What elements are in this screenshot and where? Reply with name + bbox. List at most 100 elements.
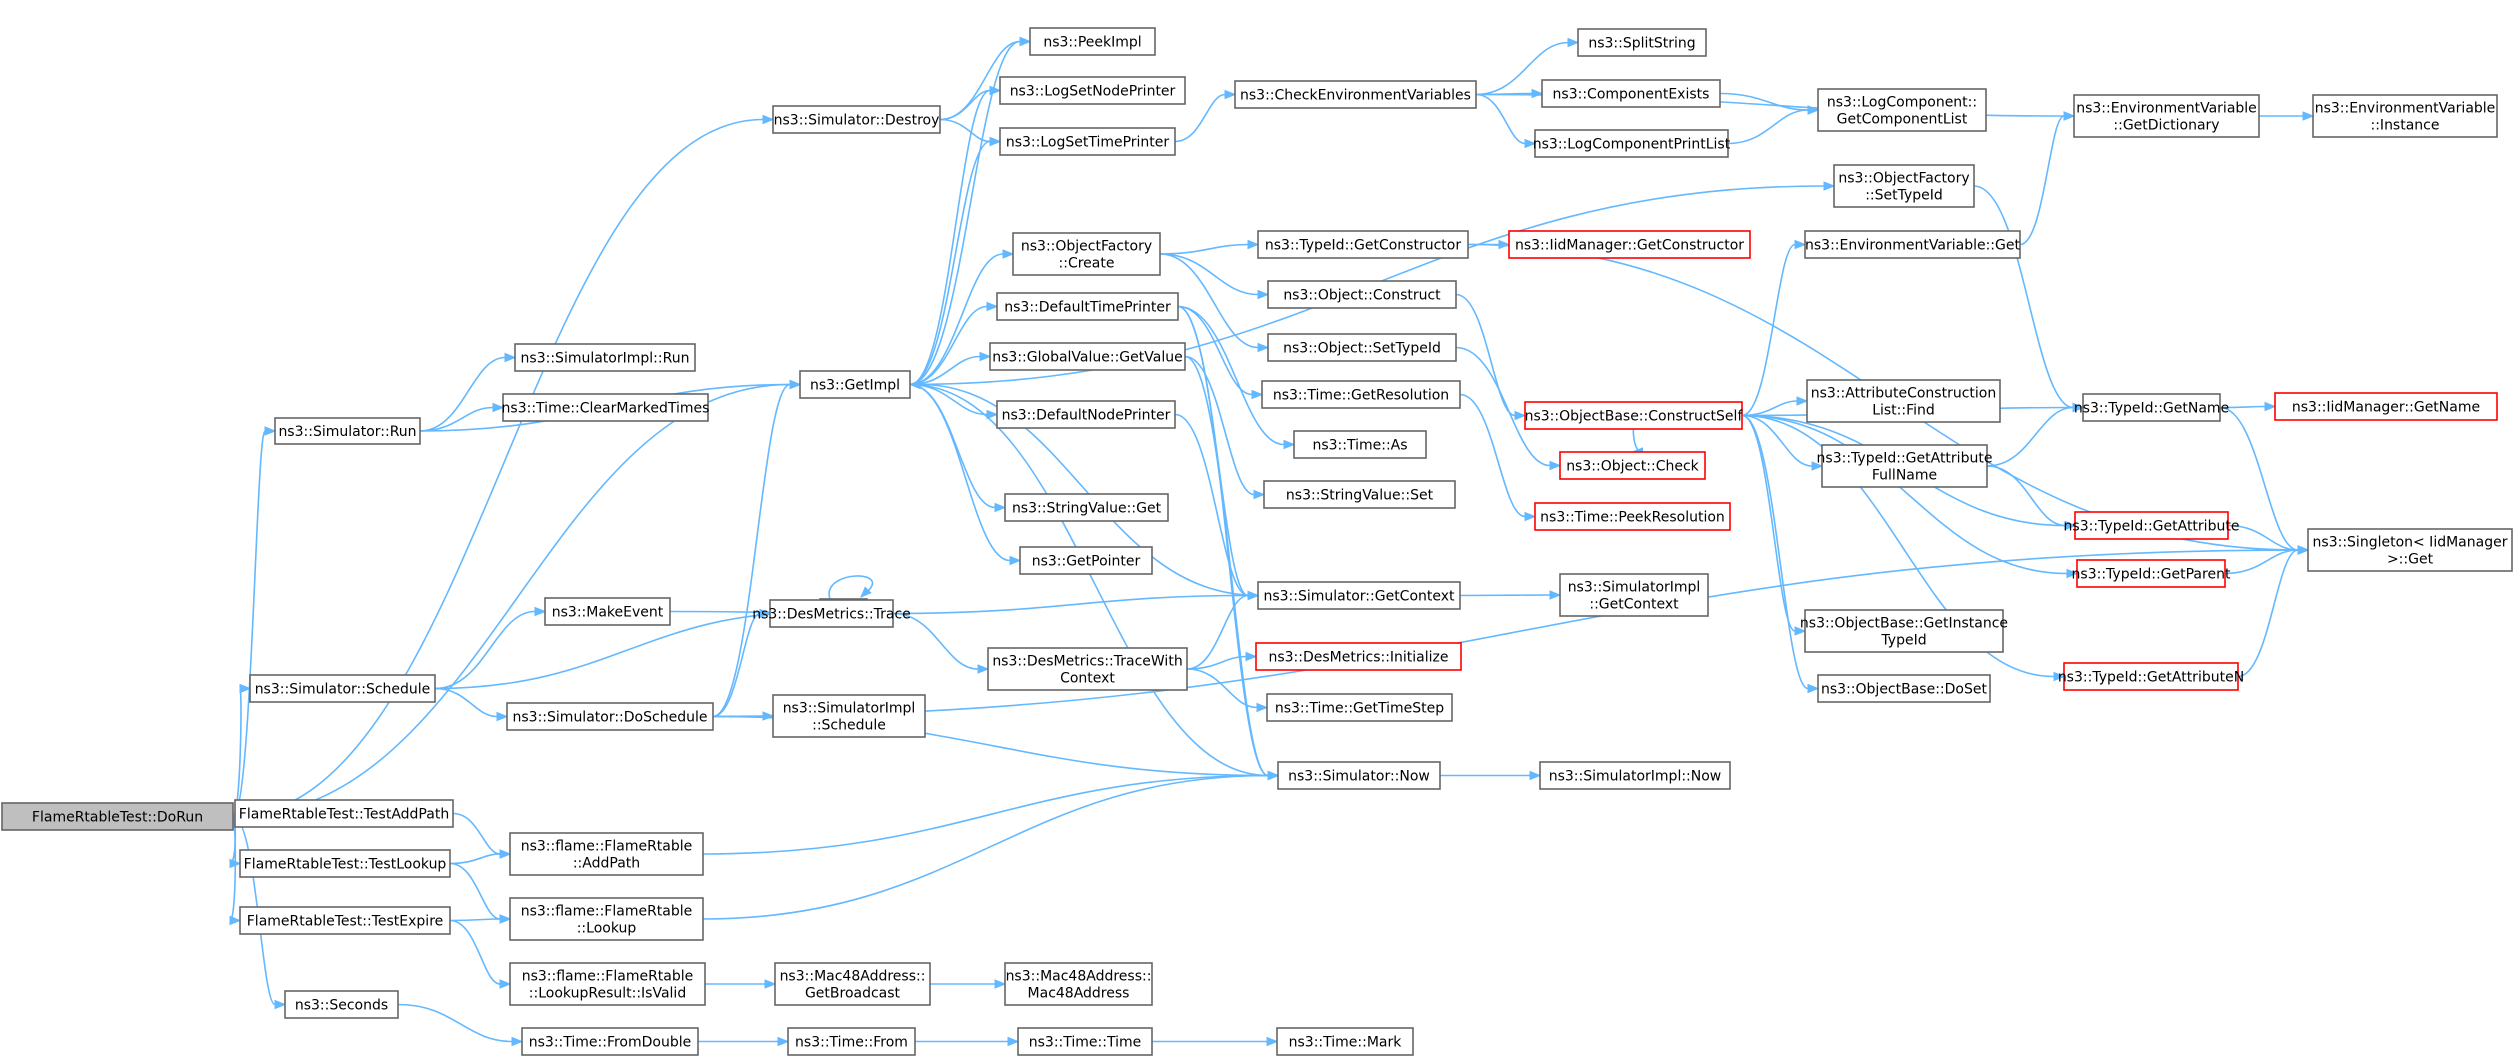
node-box[interactable]: [1267, 280, 1457, 309]
node-envvar_instance[interactable]: ns3::EnvironmentVariable::Instance: [2312, 94, 2498, 138]
node-box[interactable]: [1234, 80, 1477, 109]
node-simimpl_run[interactable]: ns3::SimulatorImpl::Run: [514, 343, 696, 372]
node-typeid_getname[interactable]: ns3::TypeId::GetName: [2074, 393, 2229, 422]
node-box[interactable]: [502, 393, 709, 422]
node-box[interactable]: [2076, 559, 2226, 588]
node-obj_construct[interactable]: ns3::Object::Construct: [1267, 280, 1457, 309]
node-time_gettimestep[interactable]: ns3::Time::GetTimeStep: [1266, 693, 1453, 722]
node-box[interactable]: [1806, 379, 2001, 423]
node-typeid_getattrn[interactable]: ns3::TypeId::GetAttributeN: [2058, 662, 2244, 691]
node-sim_getcontext[interactable]: ns3::Simulator::GetContext: [1257, 581, 1461, 610]
node-box[interactable]: [1293, 430, 1427, 459]
node-box[interactable]: [769, 599, 894, 628]
node-time_mark[interactable]: ns3::Time::Mark: [1276, 1027, 1414, 1056]
node-box[interactable]: [1524, 401, 1743, 430]
node-time_time[interactable]: ns3::Time::Time: [1017, 1027, 1153, 1056]
node-makeevent[interactable]: ns3::MakeEvent: [544, 597, 671, 626]
node-compexists[interactable]: ns3::ComponentExists: [1541, 79, 1721, 108]
node-box[interactable]: [1, 802, 234, 831]
node-getimpl[interactable]: ns3::GetImpl: [799, 370, 911, 399]
node-mac48[interactable]: ns3::Mac48Address::Mac48Address: [1004, 962, 1153, 1006]
node-obj_settypeid[interactable]: ns3::Object::SetTypeId: [1267, 333, 1457, 362]
node-box[interactable]: [249, 674, 436, 703]
node-box[interactable]: [1029, 27, 1156, 56]
node-clearmarked[interactable]: ns3::Time::ClearMarkedTimes: [502, 393, 710, 422]
node-envvar_get[interactable]: ns3::EnvironmentVariable::Get: [1804, 230, 2021, 259]
node-box[interactable]: [506, 702, 714, 731]
node-box[interactable]: [999, 127, 1176, 156]
node-box[interactable]: [239, 906, 451, 935]
node-box[interactable]: [544, 597, 671, 626]
node-box[interactable]: [1257, 230, 1469, 259]
node-box[interactable]: [1534, 502, 1731, 531]
node-box[interactable]: [1261, 380, 1461, 409]
node-box[interactable]: [799, 370, 911, 399]
node-box[interactable]: [274, 417, 421, 445]
node-box[interactable]: [509, 962, 706, 1006]
node-box[interactable]: [1263, 480, 1456, 509]
node-time_as[interactable]: ns3::Time::As: [1293, 430, 1427, 459]
node-time_getres[interactable]: ns3::Time::GetResolution: [1261, 380, 1461, 409]
node-time_peekres[interactable]: ns3::Time::PeekResolution: [1534, 502, 1731, 531]
node-box[interactable]: [1012, 232, 1161, 276]
node-des_init[interactable]: ns3::DesMetrics::Initialize: [1255, 642, 1462, 671]
node-logcompprint[interactable]: ns3::LogComponentPrintList: [1533, 129, 1731, 158]
node-ob_constructself[interactable]: ns3::ObjectBase::ConstructSelf: [1524, 401, 1744, 430]
node-box[interactable]: [1559, 573, 1709, 617]
node-of_settypeid[interactable]: ns3::ObjectFactory::SetTypeId: [1833, 164, 1975, 208]
node-typeid_getattr[interactable]: ns3::TypeId::GetAttribute: [2064, 511, 2240, 540]
node-box[interactable]: [234, 799, 454, 828]
node-typeid_getparent[interactable]: ns3::TypeId::GetParent: [2072, 559, 2231, 588]
node-sv_set[interactable]: ns3::StringValue::Set: [1263, 480, 1456, 509]
node-doschedule[interactable]: ns3::Simulator::DoSchedule: [506, 702, 714, 731]
node-sim_schedule[interactable]: ns3::Simulator::Schedule: [249, 674, 436, 703]
node-box[interactable]: [1804, 609, 2004, 653]
node-time_from[interactable]: ns3::Time::From: [787, 1027, 916, 1056]
node-defaulttimeprinter[interactable]: ns3::DefaultTimePrinter: [996, 292, 1179, 321]
node-testaddpath[interactable]: FlameRtableTest::TestAddPath: [234, 799, 454, 828]
node-getpointer[interactable]: ns3::GetPointer: [1019, 546, 1153, 575]
node-box[interactable]: [1817, 674, 1991, 703]
node-box[interactable]: [1004, 962, 1153, 1006]
node-ob_doset[interactable]: ns3::ObjectBase::DoSet: [1817, 674, 1991, 703]
node-box[interactable]: [1833, 164, 1975, 208]
node-sim_now[interactable]: ns3::Simulator::Now: [1277, 761, 1441, 790]
node-singleton_get[interactable]: ns3::Singleton< IidManager>::Get: [2307, 528, 2513, 572]
node-box[interactable]: [1508, 230, 1751, 259]
node-dorun[interactable]: FlameRtableTest::DoRun: [1, 802, 234, 831]
node-getbroadcast[interactable]: ns3::Mac48Address::GetBroadcast: [774, 962, 931, 1006]
node-seconds[interactable]: ns3::Seconds: [284, 990, 399, 1019]
node-box[interactable]: [1276, 1027, 1414, 1056]
node-logcomp_getlist[interactable]: ns3::LogComponent::GetComponentList: [1817, 88, 1987, 132]
node-box[interactable]: [1257, 581, 1461, 610]
node-box[interactable]: [1804, 230, 2021, 259]
node-box[interactable]: [1266, 693, 1453, 722]
node-box[interactable]: [987, 647, 1188, 691]
node-box[interactable]: [2274, 392, 2498, 421]
node-iid_getctor[interactable]: ns3::IidManager::GetConstructor: [1508, 230, 1751, 259]
node-box[interactable]: [521, 1027, 699, 1056]
node-sim_run[interactable]: ns3::Simulator::Run: [274, 417, 421, 445]
node-box[interactable]: [1004, 493, 1169, 522]
node-box[interactable]: [1255, 642, 1462, 671]
node-simimpl_now[interactable]: ns3::SimulatorImpl::Now: [1539, 761, 1731, 790]
node-peekimpl[interactable]: ns3::PeekImpl: [1029, 27, 1156, 56]
node-obj_check[interactable]: ns3::Object::Check: [1559, 451, 1706, 480]
node-box[interactable]: [772, 694, 926, 738]
node-box[interactable]: [772, 105, 941, 134]
node-sv_get[interactable]: ns3::StringValue::Get: [1004, 493, 1169, 522]
node-box[interactable]: [2074, 511, 2229, 540]
node-box[interactable]: [1019, 546, 1153, 575]
node-box[interactable]: [1577, 28, 1707, 57]
node-box[interactable]: [2312, 94, 2498, 138]
node-splitstring[interactable]: ns3::SplitString: [1577, 28, 1707, 57]
node-box[interactable]: [514, 343, 696, 372]
node-box[interactable]: [2307, 528, 2513, 572]
node-simimpl_getcontext[interactable]: ns3::SimulatorImpl::GetContext: [1559, 573, 1709, 617]
node-typeid_getctor[interactable]: ns3::TypeId::GetConstructor: [1257, 230, 1469, 259]
node-box[interactable]: [999, 76, 1186, 105]
node-addpath[interactable]: ns3::flame::FlameRtable::AddPath: [509, 832, 704, 876]
